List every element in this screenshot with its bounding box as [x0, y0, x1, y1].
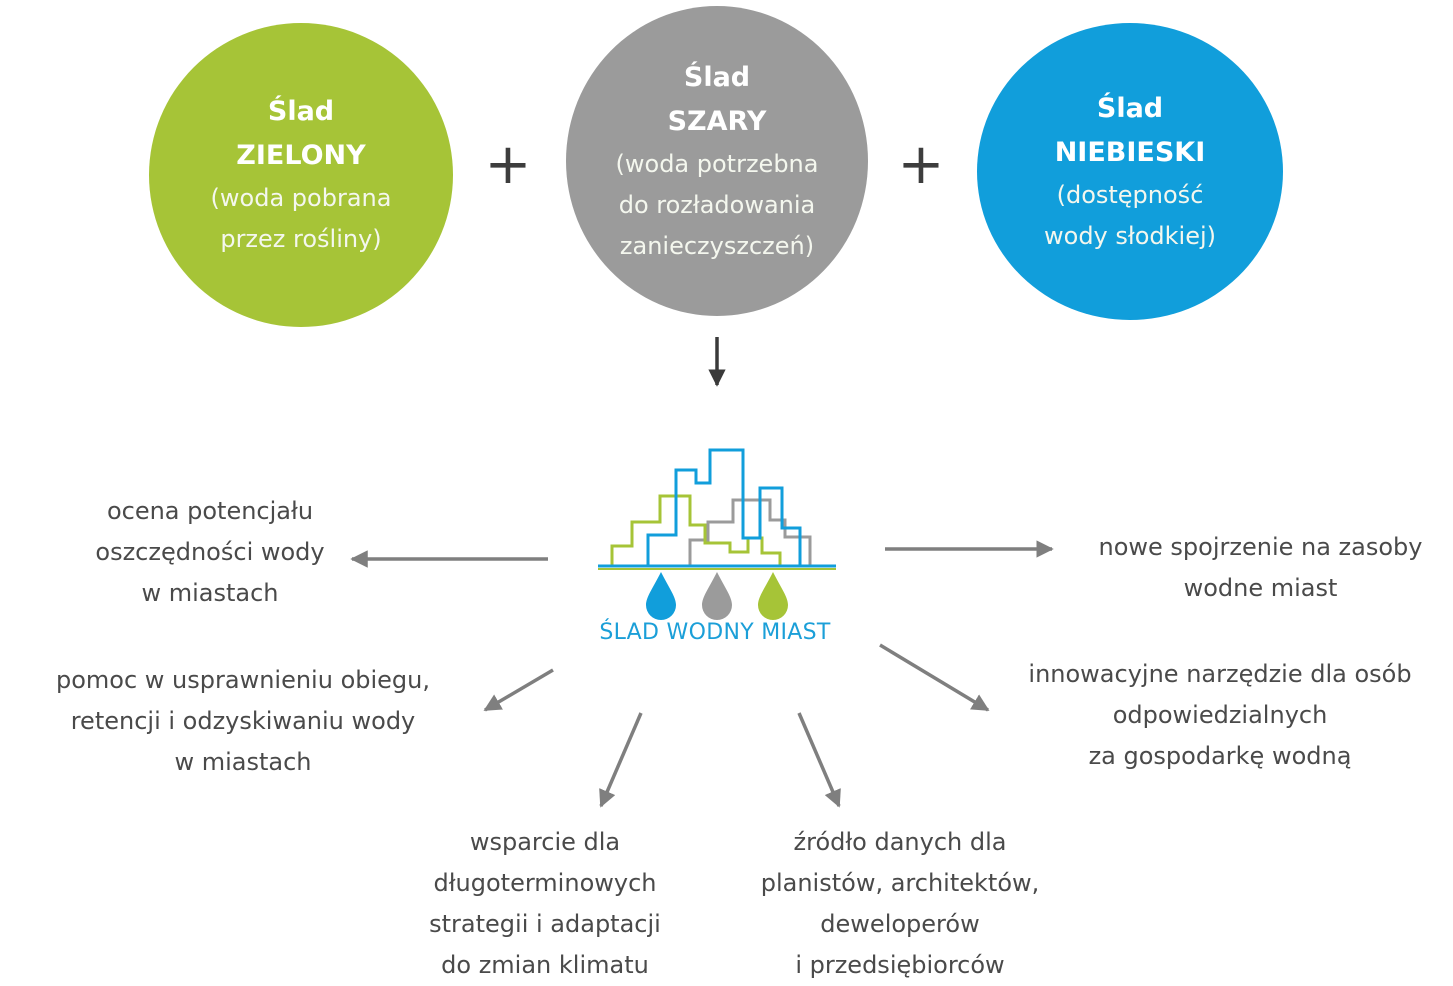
benefit-water-savings: ocena potencjału oszczędności wody w mia… — [40, 491, 380, 614]
benefit-line: retencji i odzyskiwaniu wody — [70, 707, 416, 735]
blue-desc-line2: wody słodkiej) — [1044, 221, 1216, 250]
benefit-line: do zmian klimatu — [441, 951, 649, 979]
blue-footprint-circle: Ślad NIEBIESKI (dostępność wody słodkiej… — [977, 23, 1283, 320]
benefit-line: w miastach — [174, 748, 312, 776]
benefit-innovative-tool: innowacyjne narzędzie dla osób odpowiedz… — [990, 654, 1450, 777]
arrow-bottom-2 — [797, 712, 841, 808]
benefit-line: pomoc w usprawnieniu obiegu, — [55, 666, 430, 694]
benefit-line: ocena potencjału — [106, 497, 314, 525]
benefit-line: i przedsiębiorców — [795, 951, 1005, 979]
green-drop-icon — [758, 572, 788, 620]
green-desc-line1: (woda pobrana — [210, 184, 392, 212]
benefit-line: wodne miast — [1183, 574, 1338, 602]
benefit-line: odpowiedzialnych — [1112, 701, 1328, 729]
green-desc-line2: przez rośliny) — [220, 225, 382, 253]
arrow-bottom-1 — [599, 712, 643, 808]
gray-desc-line1: (woda potrzebna — [615, 149, 819, 178]
blue-desc-line1: (dostępność — [1056, 180, 1204, 209]
benefit-line: źródło danych dla — [793, 828, 1007, 856]
benefit-line: deweloperów — [820, 910, 980, 938]
gray-desc-line3: zanieczyszczeń) — [619, 231, 815, 260]
green-title-line1: Ślad — [267, 96, 335, 127]
benefit-line: innowacyjne narzędzie dla osób — [1028, 660, 1412, 688]
arrow-right-2 — [879, 643, 990, 712]
benefit-line: oszczędności wody — [95, 538, 325, 566]
green-footprint-circle: Ślad ZIELONY (woda pobrana przez rośliny… — [149, 23, 453, 327]
city-skyline-logo — [598, 448, 836, 570]
blue-drop-icon — [646, 572, 676, 620]
gray-footprint-circle: Ślad SZARY (woda potrzebna do rozładowan… — [566, 6, 868, 316]
logo-title: ŚLAD WODNY MIAST — [599, 620, 831, 645]
benefit-line: długoterminowych — [433, 869, 657, 897]
blue-title-line1: Ślad — [1096, 92, 1164, 124]
plus-sign: + — [897, 132, 945, 197]
benefit-line: w miastach — [141, 579, 279, 607]
benefit-line: planistów, architektów, — [760, 869, 1040, 897]
benefit-new-perspective: nowe spojrzenie na zasoby wodne miast — [1068, 527, 1453, 609]
benefit-climate-strategies: wsparcie dla długoterminowych strategii … — [395, 822, 695, 986]
blue-title-line2: NIEBIESKI — [1054, 136, 1206, 168]
gray-desc-line2: do rozładowania — [618, 190, 816, 219]
benefit-line: nowe spojrzenie na zasoby — [1098, 533, 1423, 561]
plus-sign: + — [484, 132, 532, 197]
green-title-line2: ZIELONY — [236, 140, 366, 171]
benefit-line: wsparcie dla — [469, 828, 621, 856]
arrow-left-2 — [483, 668, 554, 712]
benefit-line: za gospodarkę wodną — [1088, 742, 1352, 770]
benefit-water-cycle: pomoc w usprawnieniu obiegu, retencji i … — [10, 660, 476, 783]
gray-title-line1: Ślad — [683, 61, 751, 93]
gray-title-line2: SZARY — [667, 105, 767, 137]
benefit-line: strategii i adaptacji — [429, 910, 661, 938]
gray-drop-icon — [702, 572, 732, 620]
benefit-data-source: źródło danych dla planistów, architektów… — [735, 822, 1065, 986]
